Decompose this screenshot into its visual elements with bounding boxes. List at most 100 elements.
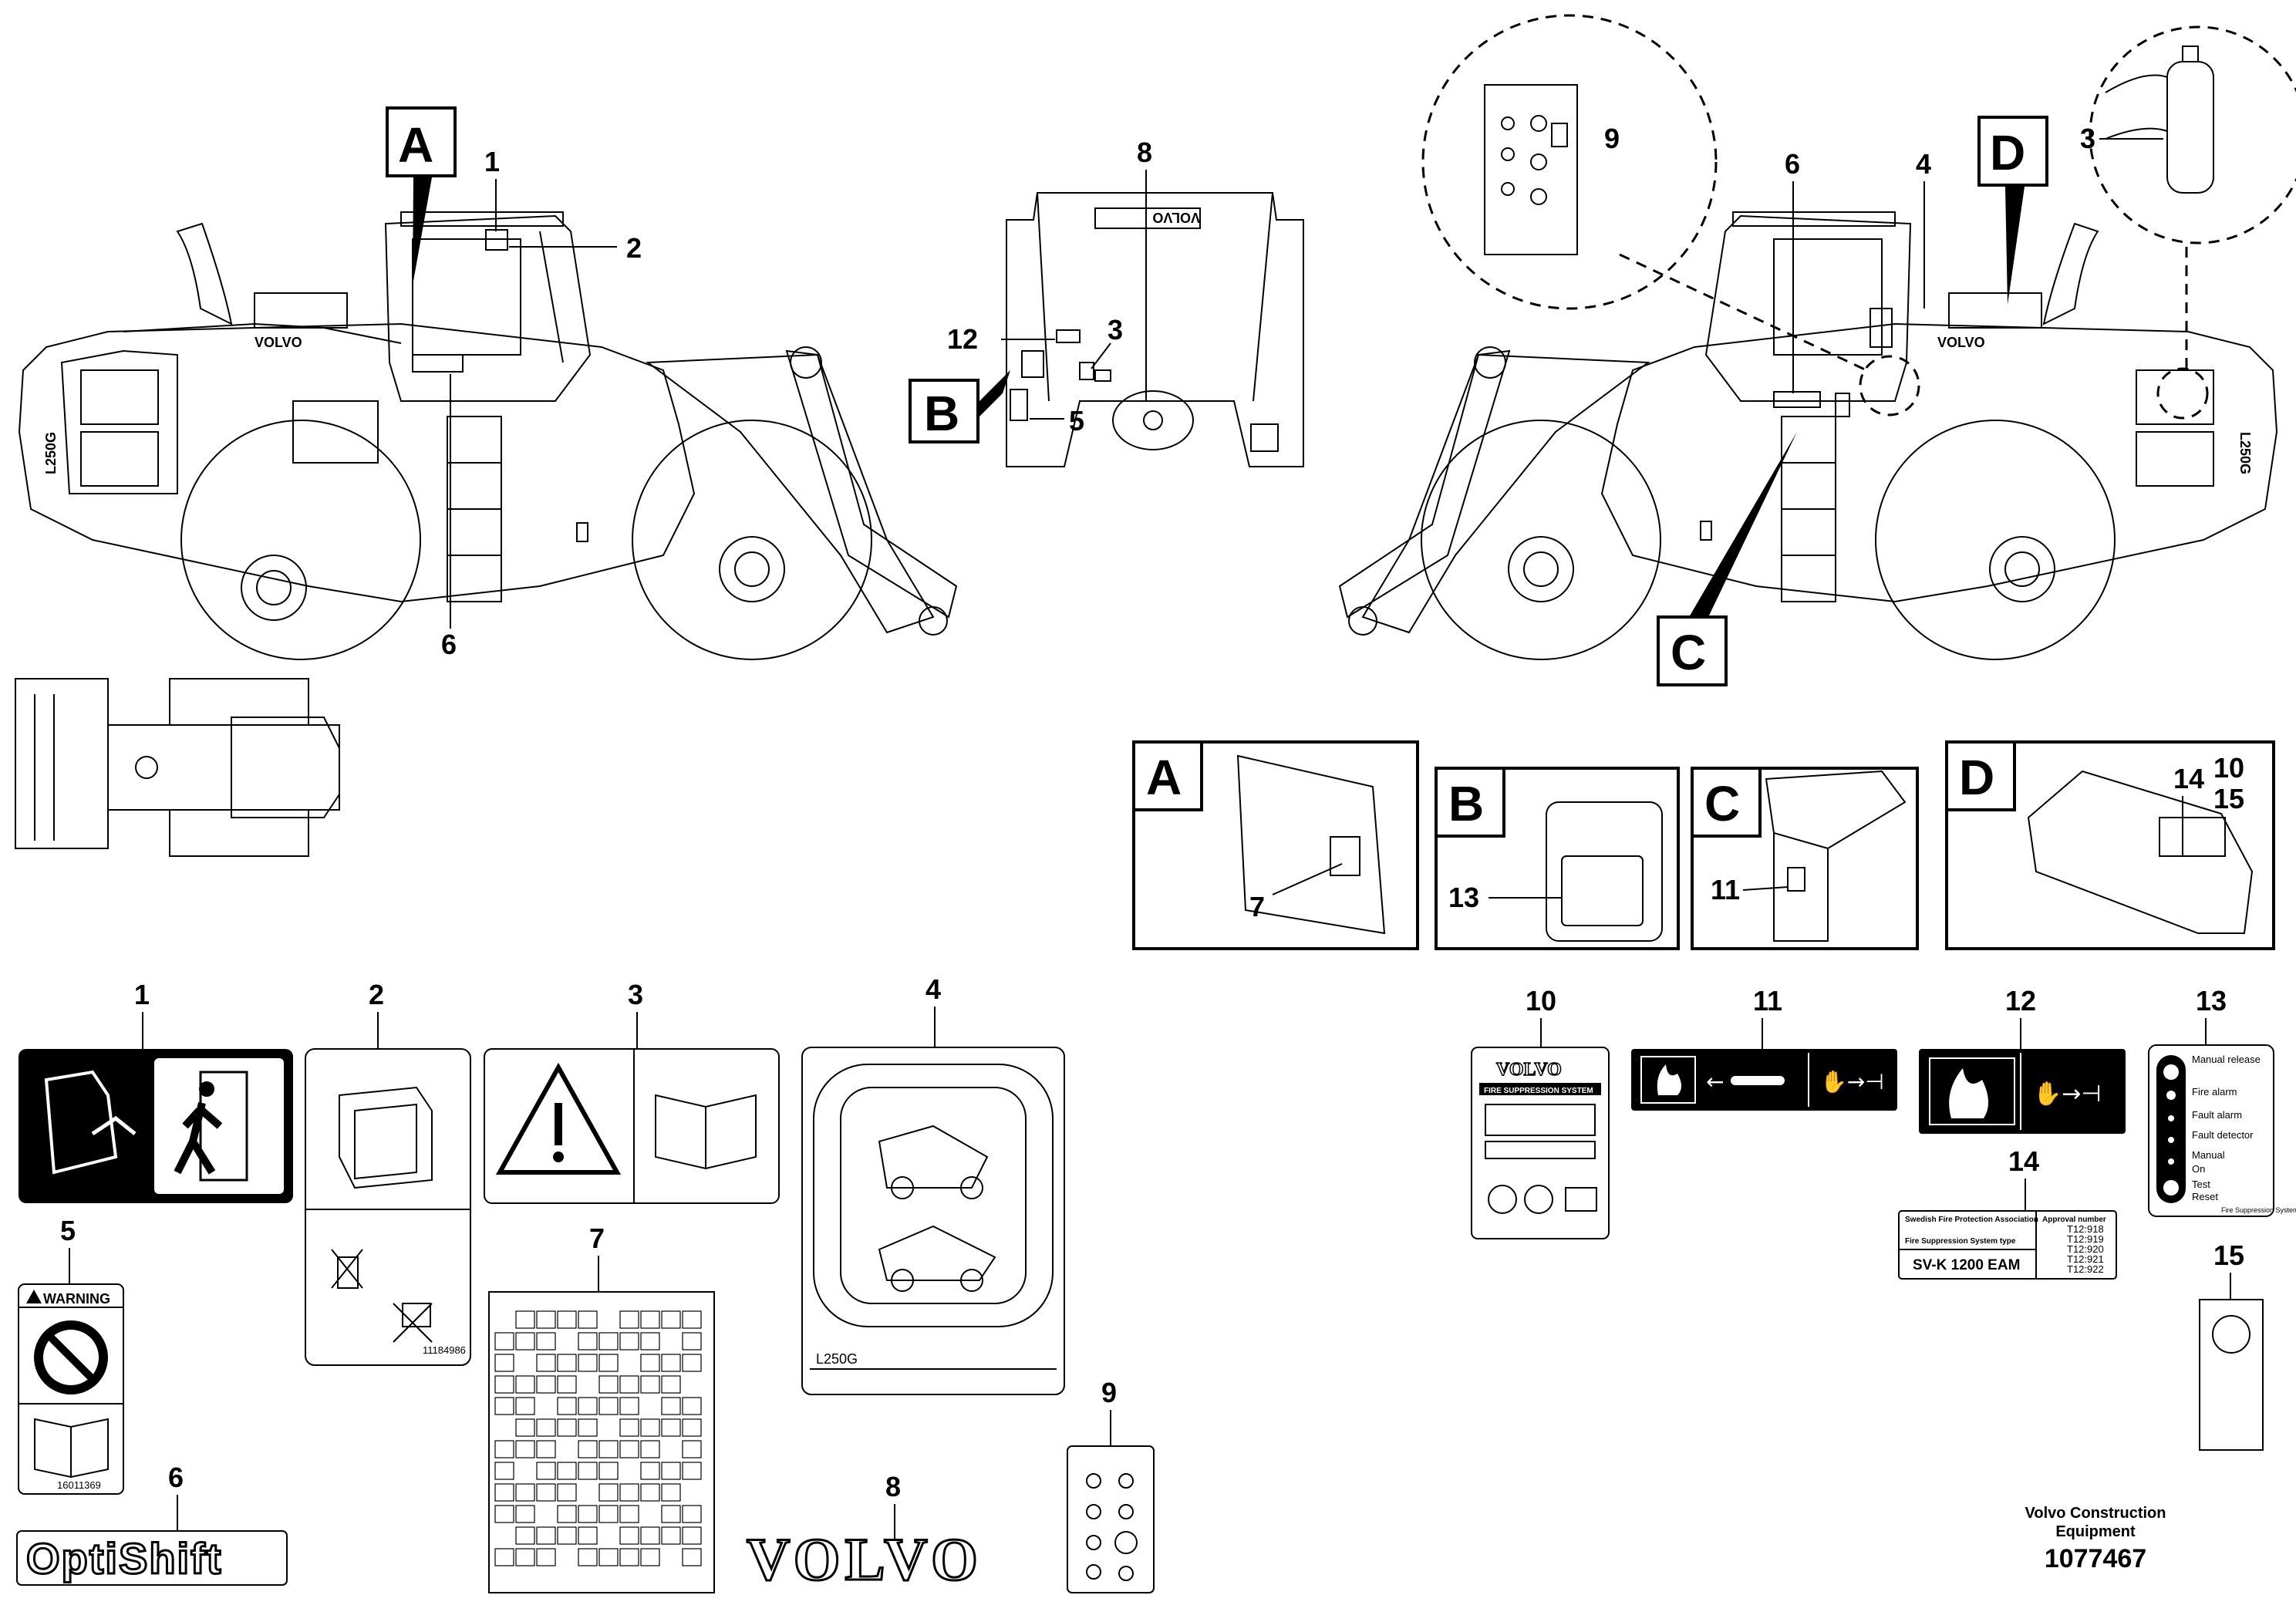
svg-text:C: C <box>1704 776 1740 831</box>
decal-7-cell <box>682 1505 702 1523</box>
decal-7-cell <box>640 1462 660 1480</box>
loader-top-view <box>15 678 340 857</box>
callout-3-dash: 3 <box>1108 314 1123 346</box>
svg-text:Fire Suppression System type: Fire Suppression System type <box>1905 1237 2016 1246</box>
decal-7-cell <box>578 1548 598 1566</box>
svg-text:5: 5 <box>60 1215 76 1246</box>
decal-7-cell <box>640 1354 660 1372</box>
svg-text:10: 10 <box>1526 985 1556 1017</box>
callout-2: 2 <box>626 232 642 264</box>
decal-7-cell <box>598 1483 619 1502</box>
decal-7-cell <box>494 1548 514 1566</box>
decal-7-cell <box>598 1505 619 1523</box>
svg-text:6: 6 <box>168 1462 184 1493</box>
decal-7-cell <box>640 1310 660 1329</box>
company-name-line1: Volvo Construction <box>2025 1505 2166 1522</box>
decal-8-volvo-logo: VOLVO <box>747 1526 983 1593</box>
decal-7-cell <box>578 1462 598 1480</box>
svg-text:✋→⊣: ✋→⊣ <box>1820 1069 1884 1094</box>
decal-7-cell <box>578 1440 598 1458</box>
detail-view-a: A 7 <box>1132 740 1419 950</box>
decal-7-cell <box>536 1548 556 1566</box>
svg-text:11184986: 11184986 <box>423 1344 466 1356</box>
svg-text:OptiShift: OptiShift <box>26 1534 222 1583</box>
decal-7-cell <box>536 1354 556 1372</box>
decal-7-cell <box>578 1354 598 1372</box>
decal-7-cell <box>515 1483 535 1502</box>
decal-7-cell <box>536 1375 556 1394</box>
svg-text:4: 4 <box>925 973 941 1005</box>
decal-7-cell <box>619 1397 639 1415</box>
svg-text:Manual: Manual <box>2192 1149 2225 1161</box>
decal-7-cell <box>536 1332 556 1351</box>
decal-7-cell <box>619 1375 639 1394</box>
svg-text:A: A <box>1146 750 1182 805</box>
svg-text:T12:918: T12:918 <box>2067 1223 2104 1235</box>
decal-7-cell <box>536 1440 556 1458</box>
svg-text:12: 12 <box>2005 985 2036 1017</box>
decal-7-cell <box>682 1332 702 1351</box>
svg-text:←: ← <box>1706 1069 1724 1094</box>
decal-7-cell <box>494 1375 514 1394</box>
decal-7-cell <box>494 1505 514 1523</box>
decal-2-rops: 11184986 <box>305 1048 471 1366</box>
callout-12: 12 <box>947 323 978 355</box>
svg-text:Fault detector: Fault detector <box>2192 1129 2254 1141</box>
decal-5-warning: WARNING 16011369 <box>18 1283 124 1495</box>
cab-interior-view: VOLVO <box>1006 192 1304 467</box>
decal-4-fire-system-layout: L250G <box>801 1047 1065 1395</box>
svg-text:14: 14 <box>2173 763 2204 794</box>
svg-text:2: 2 <box>369 979 384 1010</box>
svg-text:15: 15 <box>2213 1239 2244 1271</box>
decal-7-cell <box>536 1526 556 1545</box>
decal-7-cell <box>515 1418 535 1437</box>
callout-5: 5 <box>1069 405 1084 437</box>
svg-text:WARNING: WARNING <box>43 1291 110 1307</box>
decal-7-panel <box>488 1291 715 1593</box>
decal-7-cell <box>598 1354 619 1372</box>
svg-text:1: 1 <box>134 979 150 1010</box>
decal-7-cell <box>682 1462 702 1480</box>
view-d-marker: D <box>1977 116 2048 305</box>
svg-text:16011369: 16011369 <box>57 1479 101 1491</box>
svg-text:Fire Suppression System: Fire Suppression System <box>2221 1206 2296 1214</box>
svg-text:Test: Test <box>2192 1179 2210 1190</box>
decal-7-cell <box>661 1397 681 1415</box>
decal-11-fire-actuator: ← ✋→⊣ <box>1631 1049 1897 1111</box>
callout-3-zoom: 3 <box>2080 123 2095 154</box>
inverted-volvo-logo: VOLVO <box>1152 210 1200 225</box>
document-number: 1077467 <box>2044 1544 2147 1573</box>
zoom-detail-3 <box>2089 25 2296 369</box>
decal-7-cell <box>515 1440 535 1458</box>
svg-text:On: On <box>2192 1163 2205 1175</box>
decal-9-switch-panel <box>1067 1445 1155 1593</box>
decal-7-cell <box>494 1397 514 1415</box>
decal-7-cell <box>578 1332 598 1351</box>
view-a-marker: A <box>386 106 457 285</box>
decal-7-cell <box>515 1375 535 1394</box>
decal-7-cell <box>661 1354 681 1372</box>
decal-7-cell <box>557 1375 577 1394</box>
svg-text:C: C <box>1671 625 1706 680</box>
side-model-badge-right: L250G <box>2237 432 2253 474</box>
decal-7-cell <box>578 1310 598 1329</box>
svg-text:11: 11 <box>1753 985 1782 1017</box>
svg-text:Approval number: Approval number <box>2042 1216 2106 1224</box>
decal-7-cell <box>578 1418 598 1437</box>
decal-7-cell <box>661 1375 681 1394</box>
decal-1-emergency-exit <box>19 1049 293 1203</box>
decal-7-cell <box>494 1354 514 1372</box>
decal-7-cell <box>640 1548 660 1566</box>
svg-text:8: 8 <box>885 1471 901 1502</box>
decal-7-cell <box>619 1332 639 1351</box>
svg-text:9: 9 <box>1101 1377 1117 1408</box>
decal-7-cell <box>661 1483 681 1502</box>
decal-7-cell <box>682 1418 702 1437</box>
decal-7-cell <box>494 1483 514 1502</box>
decal-7-cell <box>515 1310 535 1329</box>
decal-7-cell <box>557 1505 577 1523</box>
view-b-marker: B <box>909 370 1010 443</box>
decal-7-cell <box>536 1310 556 1329</box>
decal-7-cell <box>515 1332 535 1351</box>
decal-7-cell <box>619 1483 639 1502</box>
